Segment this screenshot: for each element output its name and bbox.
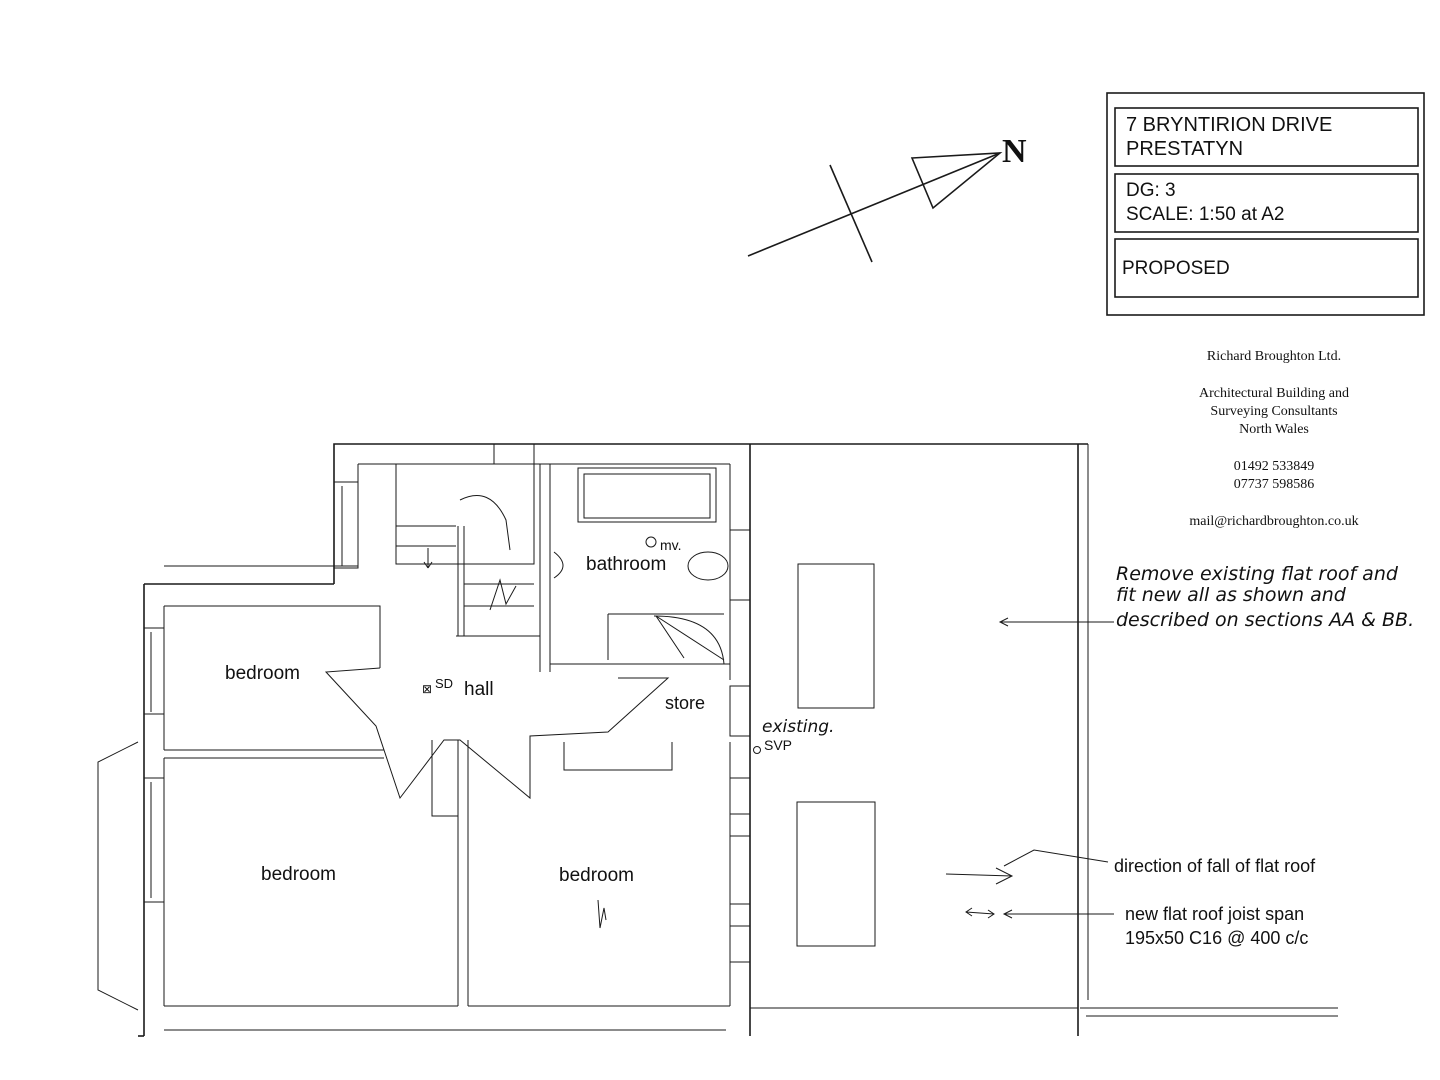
room-label-bathroom: bathroom xyxy=(586,554,666,575)
room-labels: bathroom mv. bedroom SD ⊠ hall store bed… xyxy=(225,536,705,929)
title-block: 7 BRYNTIRION DRIVE PRESTATYN DG: 3 SCALE… xyxy=(1106,92,1425,316)
north-label: N xyxy=(1002,133,1027,170)
room-label-bedroom-left: bedroom xyxy=(225,663,300,684)
company-email: mail@richardbroughton.co.uk xyxy=(1189,514,1358,529)
room-label-bedroom-bottom-mid: bedroom xyxy=(559,865,634,886)
title-address-line2: PRESTATYN xyxy=(1126,138,1243,160)
title-address-line1: 7 BRYNTIRION DRIVE xyxy=(1126,114,1332,136)
company-phone1: 01492 533849 xyxy=(1234,459,1315,474)
title-drawing-number: DG: 3 xyxy=(1126,180,1176,201)
north-arrow-icon: N xyxy=(747,133,1027,263)
company-name: Richard Broughton Ltd. xyxy=(1207,349,1341,364)
mv-label: mv. xyxy=(660,537,682,553)
company-desc-line1: Architectural Building and xyxy=(1199,386,1349,401)
sd-label: SD xyxy=(435,676,453,691)
smoke-detector-icon: ⊠ xyxy=(422,682,432,696)
mv-fan-icon xyxy=(645,536,657,548)
company-desc-line3: North Wales xyxy=(1239,422,1309,437)
title-scale: SCALE: 1:50 at A2 xyxy=(1126,204,1284,225)
building-walls xyxy=(97,443,1088,1037)
note-existing: existing. xyxy=(762,717,834,737)
room-label-bedroom-bottom-left: bedroom xyxy=(261,864,336,885)
note-fall: direction of fall of flat roof xyxy=(1114,856,1316,876)
company-desc-line2: Surveying Consultants xyxy=(1210,404,1337,419)
room-label-store: store xyxy=(665,693,705,713)
company-details: Richard Broughton Ltd. Architectural Bui… xyxy=(1189,349,1358,529)
title-status: PROPOSED xyxy=(1122,258,1230,279)
note-roof-line2: fit new all as shown and xyxy=(1116,584,1347,606)
notes: Remove existing flat roof and fit new al… xyxy=(762,563,1414,948)
room-label-hall: hall xyxy=(464,679,494,700)
note-roof-line3: described on sections AA & BB. xyxy=(1116,609,1414,631)
flat-roof-area xyxy=(750,444,1338,1036)
note-svp: SVP xyxy=(764,737,792,753)
note-joist-line1: new flat roof joist span xyxy=(1125,904,1304,924)
note-roof-line1: Remove existing flat roof and xyxy=(1116,563,1399,585)
note-joist-line2: 195x50 C16 @ 400 c/c xyxy=(1125,928,1308,948)
company-phone2: 07737 598586 xyxy=(1234,477,1315,492)
